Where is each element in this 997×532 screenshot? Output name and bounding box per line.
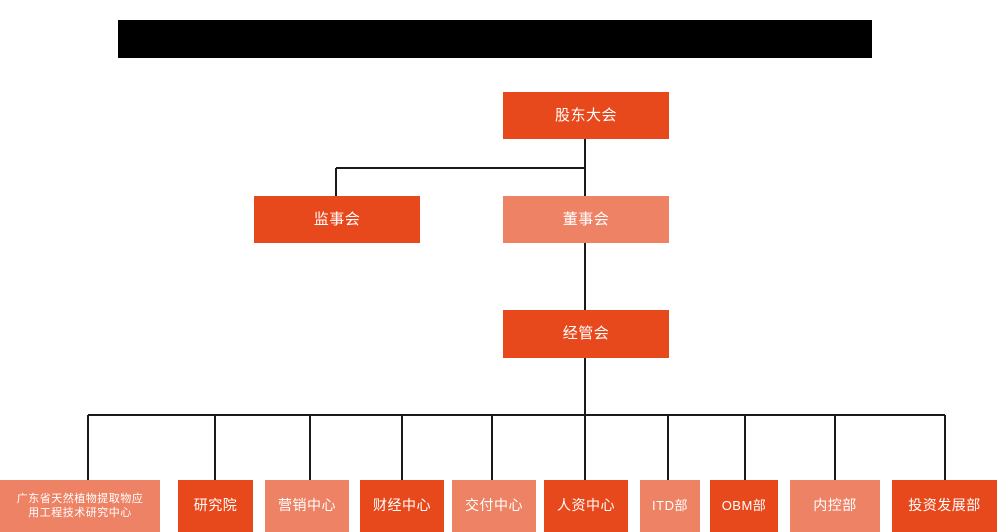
department-box[interactable]: 研究院 bbox=[178, 480, 253, 532]
node-label: 经管会 bbox=[562, 325, 610, 343]
node-board-of-supervisors[interactable]: 监事会 bbox=[254, 196, 420, 243]
department-box[interactable]: 内控部 bbox=[790, 480, 880, 532]
node-shareholders-meeting[interactable]: 股东大会 bbox=[503, 92, 669, 139]
department-label: 广东省天然植物提取物应用工程技术研究中心 bbox=[16, 492, 144, 519]
department-box[interactable]: 投资发展部 bbox=[892, 480, 997, 532]
department-box[interactable]: OBM部 bbox=[710, 480, 778, 532]
department-label: 交付中心 bbox=[465, 497, 523, 514]
node-label: 董事会 bbox=[562, 210, 610, 228]
department-box[interactable]: 广东省天然植物提取物应用工程技术研究中心 bbox=[0, 480, 160, 532]
node-board-of-directors[interactable]: 董事会 bbox=[503, 196, 669, 243]
department-label: 营销中心 bbox=[278, 497, 336, 514]
department-label: OBM部 bbox=[721, 497, 767, 513]
department-box[interactable]: 人资中心 bbox=[544, 480, 628, 532]
node-management-committee[interactable]: 经管会 bbox=[503, 310, 669, 358]
department-label: 内控部 bbox=[813, 497, 857, 514]
department-label: 人资中心 bbox=[557, 497, 615, 514]
department-label: 财经中心 bbox=[373, 497, 431, 514]
department-box[interactable]: 交付中心 bbox=[452, 480, 536, 532]
redacted-title-bar bbox=[118, 20, 872, 58]
department-box[interactable]: 财经中心 bbox=[360, 480, 444, 532]
department-label: ITD部 bbox=[652, 497, 688, 513]
department-box[interactable]: 营销中心 bbox=[265, 480, 349, 532]
node-label: 股东大会 bbox=[554, 106, 617, 124]
department-box[interactable]: ITD部 bbox=[640, 480, 700, 532]
department-label: 投资发展部 bbox=[908, 497, 981, 514]
node-label: 监事会 bbox=[313, 210, 361, 228]
department-label: 研究院 bbox=[193, 497, 238, 514]
